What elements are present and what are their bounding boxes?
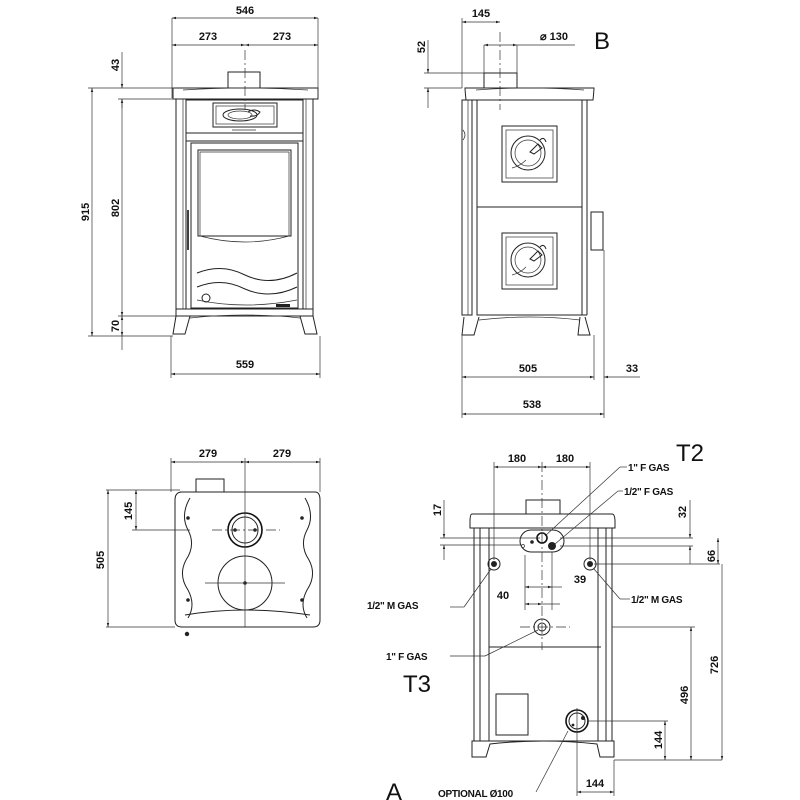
dim-side-rear-protrusion: 33 (626, 363, 638, 375)
dim-top-flue-offset: 145 (123, 502, 135, 520)
side-flue (483, 72, 518, 89)
view-label-t3: T3 (403, 671, 431, 698)
dim-rear-726: 726 (709, 656, 721, 674)
rear-top-plate (469, 513, 616, 529)
rear-flue (525, 499, 561, 515)
dim-rear-half-right: 180 (556, 453, 574, 465)
dim-front-total-height: 915 (80, 203, 92, 221)
view-label-a: A (386, 779, 402, 800)
side-top-plate (464, 87, 595, 101)
dim-rear-40: 40 (497, 590, 509, 602)
dim-rear-144-vertical: 144 (653, 730, 665, 749)
callout-1in-f-gas-top: 1" F GAS (628, 463, 670, 474)
dim-top-half-left: 279 (199, 448, 217, 460)
front-leg-left (172, 315, 191, 335)
rear-base (471, 740, 615, 758)
dim-front-half-left: 273 (199, 31, 217, 43)
dim-rear-32: 32 (677, 506, 689, 518)
side-tile-upper (501, 125, 558, 183)
callout-optional-outlet: OPTIONAL Ø100 (438, 789, 514, 800)
dim-front-base-width: 559 (236, 359, 254, 371)
dim-front-width: 546 (236, 5, 254, 17)
view-label-t2: T2 (676, 440, 704, 467)
front-glass (197, 149, 292, 237)
dim-top-half-right: 279 (273, 448, 291, 460)
dim-rear-17: 17 (432, 504, 444, 516)
dim-front-leg-height: 70 (110, 320, 122, 332)
callout-half-in-f-gas: 1/2" F GAS (624, 487, 674, 498)
front-view: 546 273 273 43 915 802 70 559 (80, 5, 321, 378)
callout-1in-f-gas-bottom: 1" F GAS (386, 652, 428, 663)
dim-rear-144-horizontal: 144 (586, 778, 605, 790)
front-door (190, 142, 299, 309)
dim-rear-66: 66 (706, 550, 718, 562)
view-label-b: B (594, 28, 610, 55)
side-view: 145 ⌀ 130 B 52 505 33 538 (416, 8, 640, 418)
side-tile-lower (501, 232, 558, 290)
callout-half-in-m-gas-left: 1/2" M GAS (367, 601, 419, 612)
dim-front-half-right: 273 (273, 31, 291, 43)
port-half-in-f-gas (548, 542, 556, 550)
air-regulator-icon (201, 293, 211, 303)
front-decor-plate (212, 102, 278, 128)
front-leg-right (299, 315, 318, 335)
top-view: 279 279 145 505 (95, 448, 321, 637)
dim-front-body-height: 802 (110, 199, 122, 217)
dim-side-overall-depth: 538 (523, 399, 541, 411)
rear-access-panel (495, 693, 529, 736)
dim-side-depth: 505 (519, 363, 537, 375)
dim-top-depth: 505 (95, 551, 107, 569)
dim-front-top: 43 (110, 59, 122, 71)
rear-view: 180 180 T2 17 32 66 39 40 726 496 14 (367, 440, 724, 800)
dim-rear-496: 496 (679, 686, 691, 704)
dim-rear-39: 39 (574, 574, 586, 586)
dim-side-flue-diameter: ⌀ 130 (540, 31, 568, 43)
dim-rear-half-left: 180 (508, 453, 526, 465)
front-flue (227, 71, 261, 89)
top-flue (195, 478, 225, 493)
dim-side-flue-height: 52 (416, 41, 428, 53)
top-outline (174, 491, 321, 628)
dim-side-flue-offset: 145 (472, 8, 490, 20)
callout-half-in-m-gas-right: 1/2" M GAS (631, 595, 683, 606)
